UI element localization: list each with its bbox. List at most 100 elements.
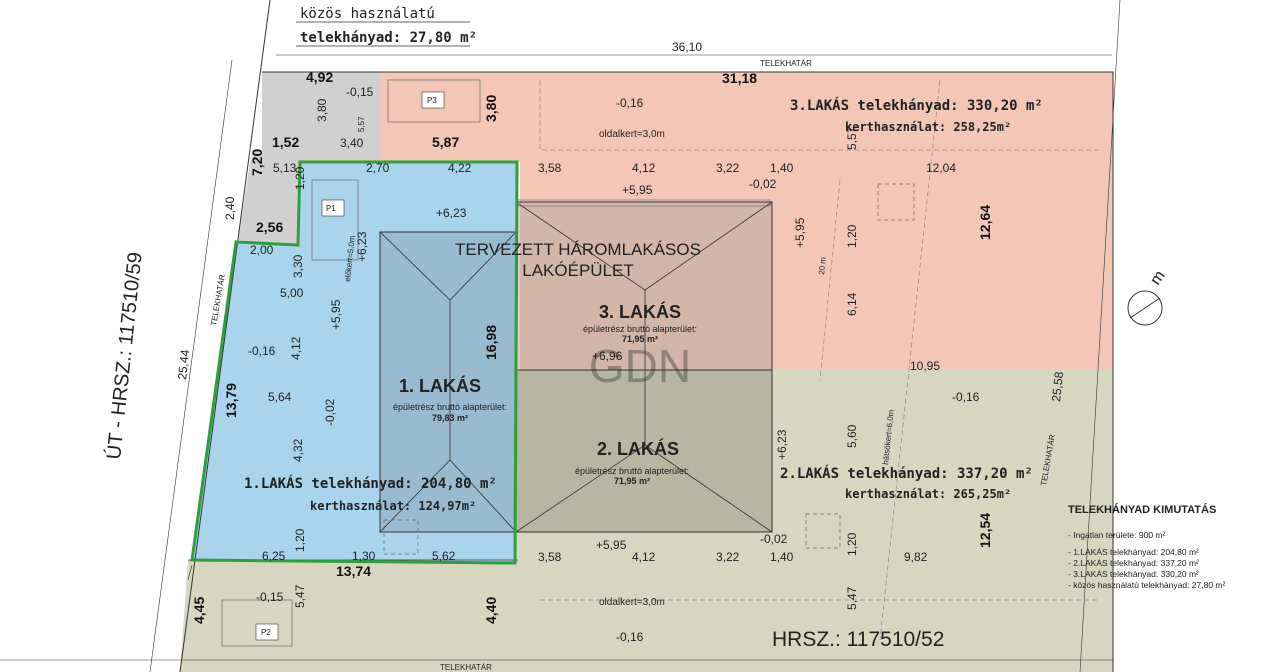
dim-12-64: 12,64 (977, 205, 993, 240)
dim-5-95c: +5,95 (329, 299, 343, 330)
dim-5-62: 5,62 (432, 549, 456, 563)
dim-3-22a: 3,22 (716, 161, 740, 175)
unit-3-name: 3. LAKÁS (599, 301, 681, 322)
dim-4-12b: 4,12 (289, 336, 303, 360)
dim-0-02a: -0,02 (749, 177, 777, 191)
dim-5-47a: 5,47 (293, 584, 307, 608)
road-label: ÚT - HRSZ.: 117510/59 (102, 251, 147, 461)
unit-1-building (379, 231, 517, 533)
dim-5-57a: 5,57 (357, 116, 366, 132)
dim-0-02b: -0,02 (323, 398, 337, 426)
shared-area (238, 72, 380, 248)
setback-line (539, 80, 1100, 151)
dim-25-58: 25,58 (1049, 371, 1066, 403)
dim-2-40: 2,40 (223, 196, 237, 220)
dim-5-95b: +5,95 (793, 217, 807, 248)
unit-2-share: 2.LAKÁS telekhányad: 337,20 m² (780, 465, 1033, 482)
dim-0-02c: -0,02 (760, 532, 788, 546)
dim-10-95: 10,95 (910, 359, 940, 373)
dim-0-15a: -0,15 (346, 85, 374, 99)
dim-1-20b: 1,20 (845, 224, 859, 248)
dim-36-10: 36,10 (672, 40, 702, 54)
building-title-1: TERVEZETT HÁROMLAKÁSOS (455, 240, 701, 259)
dim-1-52: 1,52 (272, 134, 299, 150)
dim-4-12a: 4,12 (632, 161, 656, 175)
dashed-square-2 (805, 513, 841, 549)
summary-item-3: - 3.LAKÁS telekhányad: 330,20 m² (1068, 569, 1199, 579)
p3-box (421, 91, 445, 109)
dim-5-47b: 5,47 (845, 586, 859, 610)
unit-1-name: 1. LAKÁS (399, 375, 481, 396)
dim-4-40: 4,40 (483, 597, 499, 624)
dim-1-30: 1,30 (352, 549, 376, 563)
plot-edge-right (1079, 0, 1121, 672)
dim-6-23a: +6,23 (436, 206, 467, 220)
dim-3-30: 3,30 (291, 254, 305, 278)
dim-0-16a: -0,16 (616, 96, 644, 110)
unit-2-name: 2. LAKÁS (597, 438, 679, 459)
twenty-m-label: 20 m (817, 256, 828, 275)
dim-2-56: 2,56 (256, 219, 283, 235)
plot-outline (262, 71, 1114, 672)
dim-13-79: 13,79 (223, 383, 239, 418)
telekhatar-bottom: TELEKHATÁR (440, 663, 492, 672)
parking-p1 (311, 179, 359, 261)
dim-1-20c: 1,20 (293, 528, 307, 552)
dim-4-92: 4,92 (306, 69, 333, 85)
dim-6-96: +6,96 (592, 349, 623, 363)
unit-2-building (515, 369, 773, 533)
dim-4-32: 4,32 (291, 438, 305, 462)
dim-1-40a: 1,40 (770, 161, 794, 175)
telekhatar-top: TELEKHATÁR (760, 59, 812, 68)
parking-p2 (221, 599, 293, 647)
unit-3-garden: kerthasználat: 258,25m² (845, 120, 1011, 134)
summary-item-1: - 1.LAKÁS telekhányad: 204,80 m² (1068, 547, 1199, 557)
dim-12-54: 12,54 (977, 513, 993, 548)
parking-p2-label: P2 (261, 628, 271, 637)
dim-0-16b: -0,16 (248, 344, 276, 358)
side-garden-bottom: oldalkert=3,0m (599, 597, 665, 608)
dim-16-98: 16,98 (483, 325, 499, 360)
dim-9-82: 9,82 (904, 550, 928, 564)
dim-5-00: 5,00 (280, 286, 304, 300)
dim-5-13: 5,13 (273, 161, 297, 175)
unit-2-area: 71,95 m² (614, 476, 650, 486)
summary-item-4: - közös használatú telekhányad: 27,80 m² (1068, 580, 1226, 590)
dim-6-25: 6,25 (262, 549, 286, 563)
dim-5-95a: +5,95 (622, 183, 653, 197)
parcel-hrsz: HRSZ.: 117510/52 (772, 628, 944, 651)
unit-1-share: 1.LAKÁS telekhányad: 204,80 m² (244, 475, 497, 492)
dim-4-45: 4,45 (191, 597, 207, 624)
dim-5-87: 5,87 (432, 134, 459, 150)
unit-2-garden: kerthasználat: 265,25m² (845, 487, 1011, 501)
dim-3-40: 3,40 (340, 136, 364, 150)
unit-3-area: 71,95 m² (622, 334, 658, 344)
unit-1-garden: kerthasználat: 124,97m² (310, 499, 476, 513)
dim-1-20d: 1,20 (845, 532, 859, 556)
unit-3-area-label: épületrész bruttó alapterület: (583, 324, 697, 334)
shared-use-label: közös használatú (300, 6, 435, 22)
dim-0-16d: -0,16 (616, 630, 644, 644)
unit-2-area-label: épületrész bruttó alapterület: (575, 466, 689, 476)
dim-7-20: 7,20 (249, 149, 265, 176)
dim-3-58b: 3,58 (538, 550, 562, 564)
building-title-2: LAKÓÉPÜLET (522, 261, 634, 280)
north-arrow-icon (1127, 290, 1163, 326)
dashed-square (877, 183, 915, 221)
dim-5-95d: +5,95 (596, 538, 627, 552)
unit-1-outline (190, 160, 519, 565)
parking-p3-label: P3 (427, 96, 437, 105)
dim-25-44: 25,44 (175, 349, 192, 381)
dim-0-16c: -0,16 (952, 390, 980, 404)
dim-13-74: 13,74 (336, 563, 371, 579)
north-arrow-line (1129, 297, 1161, 319)
tick (187, 564, 193, 581)
parking-p3 (387, 79, 481, 123)
dim-3-80a: 3,80 (315, 98, 329, 122)
p2-box (255, 623, 279, 641)
summary-title: TELEKHÁNYAD KIMUTATÁS (1068, 504, 1217, 516)
dim-3-22b: 3,22 (716, 550, 740, 564)
watermark: GDN (589, 340, 691, 392)
dim-5-64: 5,64 (268, 390, 292, 404)
